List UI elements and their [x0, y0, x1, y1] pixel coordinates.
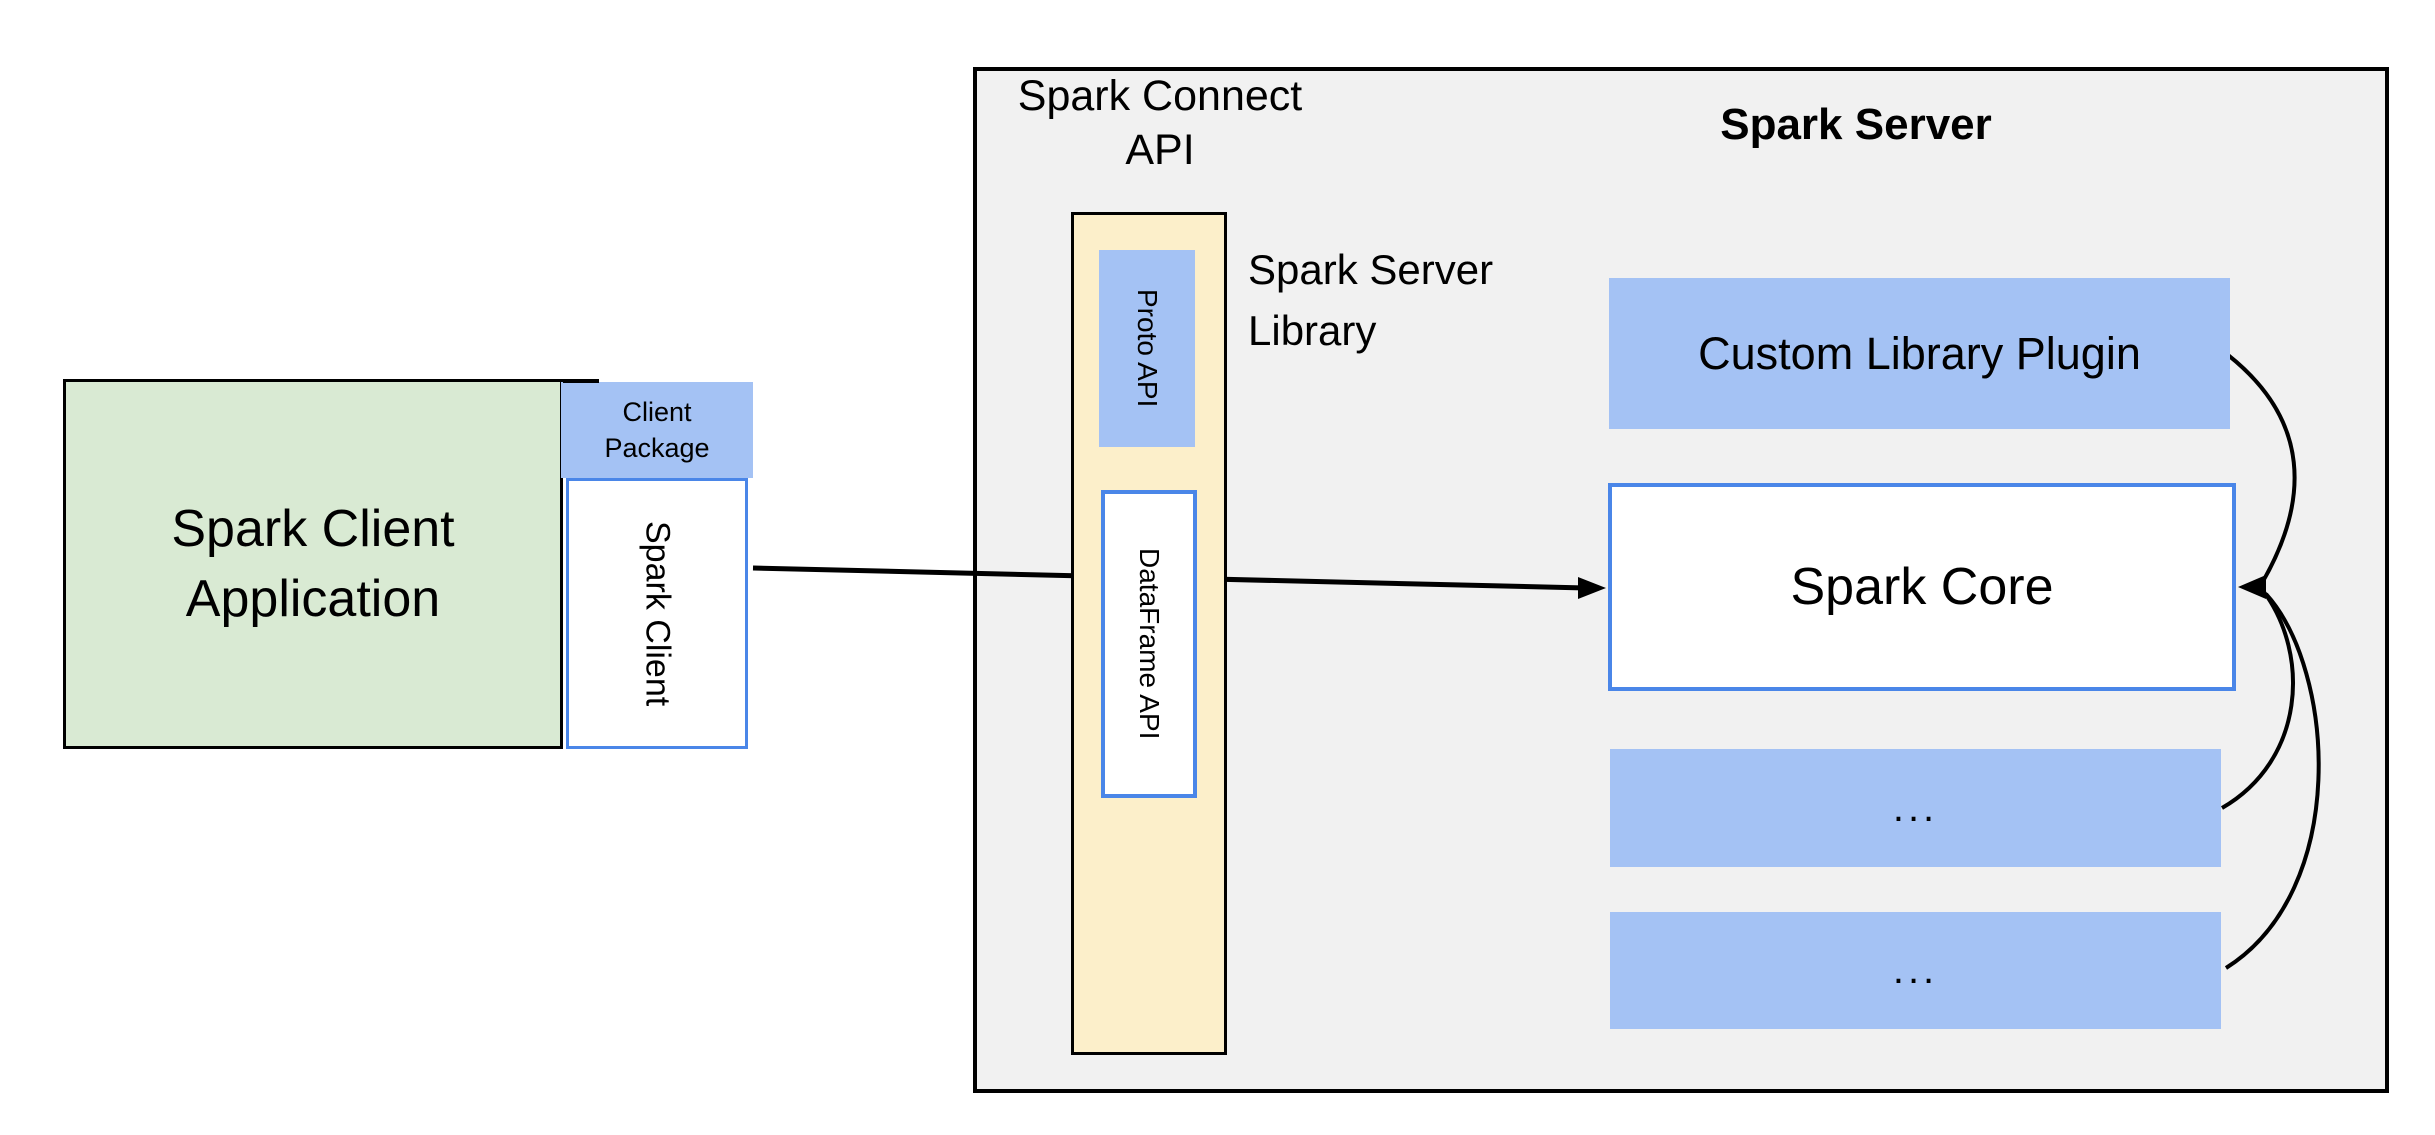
spark-client-application-box: Spark Client Application	[63, 379, 563, 749]
custom-plugin-to-core-curve	[2226, 353, 2297, 585]
spark-client-application-label: Spark Client Application	[171, 494, 454, 634]
plugin-slot-1-box: ...	[1610, 749, 2221, 867]
spark-client-box: Spark Client	[566, 478, 748, 749]
spark-core-label: Spark Core	[1790, 558, 2054, 616]
plugin-slot-2-to-core-curve	[2224, 592, 2321, 970]
spark-server-title: Spark Server	[1720, 100, 1992, 149]
curves-to-core-arrowhead	[2238, 575, 2266, 599]
spark-connect-api-line1: Spark Connect	[1017, 72, 1303, 120]
spark-client-application-line2: Application	[185, 570, 441, 628]
client-package-label: Client Package	[604, 394, 709, 467]
spark-client-application-line1: Spark Client	[171, 499, 455, 558]
plugin-slot-2-box: ...	[1610, 912, 2221, 1029]
client-package-line1: Client	[622, 396, 692, 427]
plugin-slot-1-label: ...	[1892, 785, 1939, 830]
custom-library-plugin-box: Custom Library Plugin	[1609, 278, 2230, 429]
client-to-core-arrowhead	[1578, 577, 1606, 599]
proto-api-label: Proto API	[1132, 289, 1163, 408]
plugin-slot-1-to-core-curve	[2220, 590, 2295, 810]
proto-api-box: Proto API	[1099, 250, 1195, 447]
spark-server-library-line1: Spark Server	[1248, 246, 1494, 293]
spark-core-box: Spark Core	[1608, 483, 2236, 691]
client-package-line2: Package	[604, 433, 710, 463]
spark-connect-api-label: Spark Connect API	[960, 70, 1360, 178]
custom-library-plugin-label: Custom Library Plugin	[1698, 327, 2141, 379]
client-package-box: Client Package	[561, 382, 753, 478]
green-box-border-tick	[563, 379, 599, 383]
plugin-slot-2-label: ...	[1892, 948, 1939, 992]
spark-connect-api-line2: API	[1125, 125, 1195, 174]
dataframe-api-box: DataFrame API	[1101, 490, 1197, 798]
spark-server-library-label: Spark Server Library	[1248, 240, 1493, 362]
spark-server-library-line2: Library	[1248, 306, 1377, 354]
spark-client-label: Spark Client	[638, 520, 677, 707]
dataframe-api-label: DataFrame API	[1134, 548, 1165, 740]
